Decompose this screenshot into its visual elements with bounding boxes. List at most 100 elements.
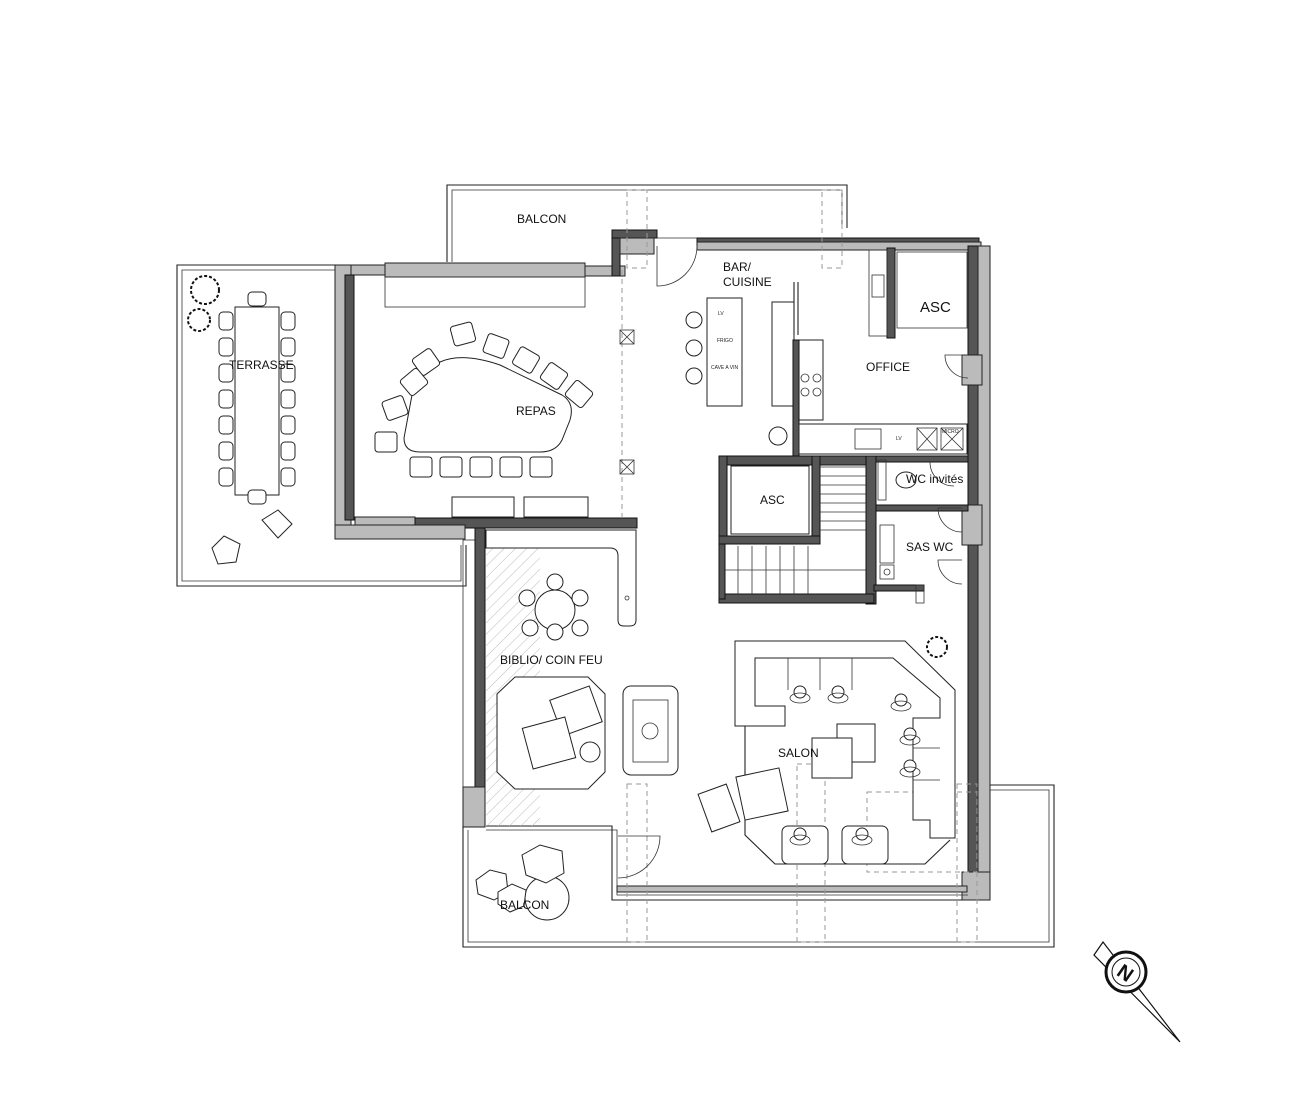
- fireplace: [622, 685, 679, 776]
- balcony-south: [462, 784, 1055, 948]
- room-label-wc-invites: WC invités: [906, 472, 963, 486]
- armchair: [697, 783, 741, 833]
- room-label-bar: BAR/: [723, 260, 752, 274]
- exterior-walls: [334, 229, 991, 901]
- appliance-label-lv: LV: [718, 311, 724, 317]
- side-table: [579, 741, 601, 763]
- chair: [518, 589, 536, 607]
- core-elevator-stairs: ASC: [718, 455, 877, 605]
- armchair: [521, 716, 577, 770]
- room-label-salon: SALON: [778, 746, 819, 760]
- room-label-office: OFFICE: [866, 360, 910, 374]
- chair: [469, 456, 493, 478]
- appliance-label-lv-office: LV: [896, 436, 902, 442]
- room-label-asc-top: ASC: [920, 299, 951, 316]
- chair: [280, 337, 296, 357]
- room-label-balcon-north: BALCON: [517, 212, 566, 226]
- chair: [529, 456, 553, 478]
- room-label-biblio: BIBLIO/ COIN FEU: [500, 653, 603, 667]
- chair: [571, 589, 589, 607]
- chair: [247, 489, 267, 505]
- chair: [571, 619, 589, 637]
- north-arrow[interactable]: N: [1093, 940, 1181, 1043]
- chair: [218, 311, 234, 331]
- armchair: [735, 767, 789, 821]
- person-icon: [831, 685, 845, 699]
- plant-icon: [187, 308, 211, 332]
- lounge-chair: [521, 844, 565, 884]
- chair: [512, 346, 540, 374]
- room-label-terrasse: TERRASSE: [229, 358, 294, 372]
- chair: [499, 456, 523, 478]
- library-counter: [485, 529, 637, 627]
- chair: [409, 456, 433, 478]
- chair: [546, 623, 564, 641]
- chair: [280, 467, 296, 487]
- chair: [449, 321, 477, 347]
- sideboard: [523, 496, 589, 518]
- chair: [218, 363, 234, 383]
- appliance-label-cave-a-vin: CAVE A VIN: [711, 365, 739, 371]
- terrace-west: [176, 264, 467, 587]
- person-icon: [793, 827, 807, 841]
- person-icon: [894, 693, 908, 707]
- room-label-balcon-south: BALCON: [500, 898, 549, 912]
- chair: [218, 415, 234, 435]
- room-bar-cuisine: LV FRIGO CAVE A VIN BAR/ CUISINE: [656, 237, 824, 446]
- person-icon: [855, 827, 869, 841]
- bar-island: [706, 297, 743, 407]
- room-label-sas-wc: SAS WC: [906, 540, 954, 554]
- chair: [546, 573, 564, 591]
- appliance-label-office-extra: MICRO: [942, 429, 959, 435]
- chair: [280, 389, 296, 409]
- chair: [374, 431, 398, 453]
- room-biblio: BIBLIO/ COIN FEU: [485, 529, 679, 826]
- chair: [247, 291, 267, 307]
- chair: [218, 441, 234, 461]
- elevator-shaft: [730, 465, 810, 535]
- terrace-table: [234, 306, 280, 496]
- chair: [280, 441, 296, 461]
- chair: [280, 363, 296, 383]
- person-icon: [793, 685, 807, 699]
- room-office: LV MICRO ASC OFFICE: [792, 247, 969, 461]
- stool: [685, 339, 703, 357]
- office-counter: [798, 423, 968, 455]
- cooktop: [796, 339, 824, 421]
- room-salon: SALON: [617, 636, 956, 879]
- room-label-cuisine: CUISINE: [723, 275, 772, 289]
- chair: [564, 379, 594, 409]
- chair: [218, 389, 234, 409]
- stool: [685, 311, 703, 329]
- toilet: [895, 471, 917, 489]
- lounge-chair: [211, 535, 241, 565]
- person-icon: [903, 759, 917, 773]
- chair: [439, 456, 463, 478]
- room-wc: WC invités SAS WC: [873, 455, 969, 604]
- plant-icon: [926, 636, 948, 658]
- chair: [280, 415, 296, 435]
- chair: [539, 362, 569, 390]
- person-icon: [903, 727, 917, 741]
- chair: [381, 395, 409, 421]
- room-repas: [374, 276, 635, 518]
- armchair: [781, 825, 829, 865]
- room-label-asc-center: ASC: [760, 493, 785, 507]
- chair: [482, 333, 510, 359]
- plant-icon: [190, 275, 220, 305]
- chair: [218, 467, 234, 487]
- chair: [399, 367, 429, 397]
- lounge-chair: [261, 509, 293, 539]
- chair: [218, 337, 234, 357]
- chair: [280, 311, 296, 331]
- kitchen-island: [771, 301, 795, 407]
- stool: [685, 367, 703, 385]
- stool: [768, 426, 788, 446]
- coffee-table: [811, 737, 853, 779]
- sideboard: [451, 496, 515, 518]
- lounge-chair: [497, 883, 527, 913]
- chair: [521, 619, 539, 637]
- salon-sofa-outline: [734, 640, 956, 839]
- room-label-repas: REPAS: [516, 404, 556, 418]
